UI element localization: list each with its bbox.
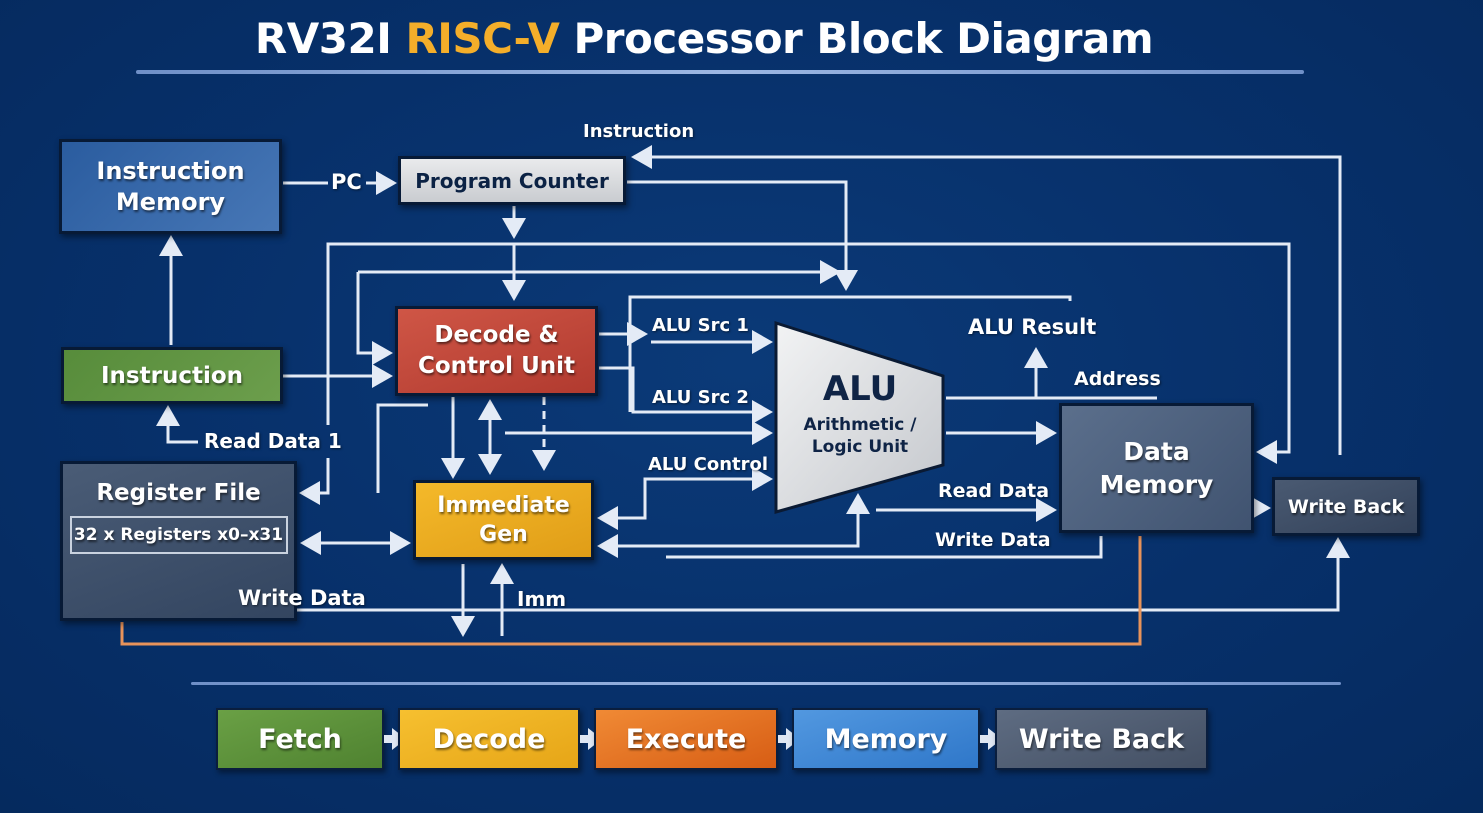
alu-block[interactable]: ALU Arithmetic / Logic Unit [780, 370, 940, 458]
register-file-block[interactable]: Register File 32 x Registers x0–x31 [60, 461, 297, 621]
data-memory-line1: Data [1123, 437, 1190, 466]
stage-memory[interactable]: Memory [792, 708, 980, 770]
page-title: RV32I RISC-V Processor Block Diagram [0, 14, 1408, 63]
wire-decode-regfile [376, 403, 428, 493]
stage-memory-label: Memory [824, 723, 948, 755]
instruction-block[interactable]: Instruction [61, 347, 283, 404]
stage-execute[interactable]: Execute [594, 708, 778, 770]
address-label: Address [1074, 368, 1161, 390]
instruction-memory-line2: Memory [115, 187, 226, 216]
alu-result-label: ALU Result [968, 315, 1097, 339]
write-data-mem-label: Write Data [935, 529, 1051, 551]
title-divider [136, 70, 1304, 74]
stage-decode-label: Decode [432, 723, 546, 755]
wire-loop-regfile [299, 458, 330, 505]
alu-line2: Logic Unit [811, 437, 909, 457]
decode-line2: Control Unit [417, 353, 575, 379]
wire-loop-decode-down [356, 272, 393, 365]
instruction-label: Instruction [100, 362, 244, 389]
write-data-reg-label: Write Data [238, 586, 366, 610]
stage-decode[interactable]: Decode [398, 708, 580, 770]
pipeline-divider [191, 682, 1341, 685]
wire-decode-src2 [599, 366, 773, 424]
alu-title: ALU [822, 369, 898, 409]
register-file-title: Register File [96, 480, 261, 506]
write-back-block[interactable]: Write Back [1272, 477, 1420, 536]
wire-bottom-wb [296, 537, 1350, 612]
title-accent: RISC-V [405, 14, 560, 63]
stage-fetch[interactable]: Fetch [216, 708, 384, 770]
wire-readdata1-instruction [156, 405, 198, 444]
wire-writeback-orange [120, 536, 1142, 646]
program-counter-label: Program Counter [415, 168, 609, 193]
wire-top-bar [628, 295, 1072, 412]
decode-control-block[interactable]: Decode & Control Unit [395, 306, 598, 396]
stage-fetch-label: Fetch [258, 723, 342, 755]
data-memory-block[interactable]: Data Memory [1059, 403, 1254, 533]
read-data-1-label: Read Data 1 [204, 429, 342, 453]
wire-alu-bottom [597, 493, 870, 558]
registers-label: 32 x Registers x0–x31 [73, 525, 284, 545]
imm-label: Imm [517, 587, 567, 611]
immediate-gen-line1: Immediate [437, 493, 570, 518]
program-counter-block[interactable]: Program Counter [398, 156, 626, 205]
immediate-gen-block[interactable]: Immediate Gen [413, 480, 594, 560]
data-memory-line2: Memory [1099, 470, 1214, 499]
alu-src-1-label: ALU Src 1 [652, 315, 749, 336]
instruction-signal-label: Instruction [583, 121, 695, 142]
pc-label: PC [331, 170, 362, 194]
alu-line1: Arithmetic / [803, 415, 917, 435]
wire-write-data-mem [666, 536, 1103, 559]
wire-loop-outer [326, 242, 1291, 464]
instruction-memory-block[interactable]: Instruction Memory [59, 139, 282, 234]
stage-execute-label: Execute [625, 723, 747, 755]
register-file-registers: 32 x Registers x0–x31 [69, 516, 288, 554]
alu-src-2-label: ALU Src 2 [652, 387, 749, 408]
wire-instruction-feedback [631, 145, 1342, 455]
immediate-gen-line2: Gen [479, 522, 528, 547]
read-data-label: Read Data [938, 480, 1050, 502]
decode-line1: Decode & [434, 322, 559, 348]
instruction-memory-line1: Instruction [96, 156, 245, 185]
write-back-label: Write Back [1287, 495, 1405, 518]
alu-control-label: ALU Control [648, 454, 769, 475]
wire-pc-right [627, 180, 858, 291]
wire-alu-control [597, 467, 773, 530]
stage-write-back[interactable]: Write Back [995, 708, 1208, 770]
title-suffix: Processor Block Diagram [573, 14, 1154, 63]
stage-write-back-label: Write Back [1018, 723, 1185, 755]
alu-shape [774, 320, 945, 514]
title-prefix: RV32I [254, 14, 392, 63]
